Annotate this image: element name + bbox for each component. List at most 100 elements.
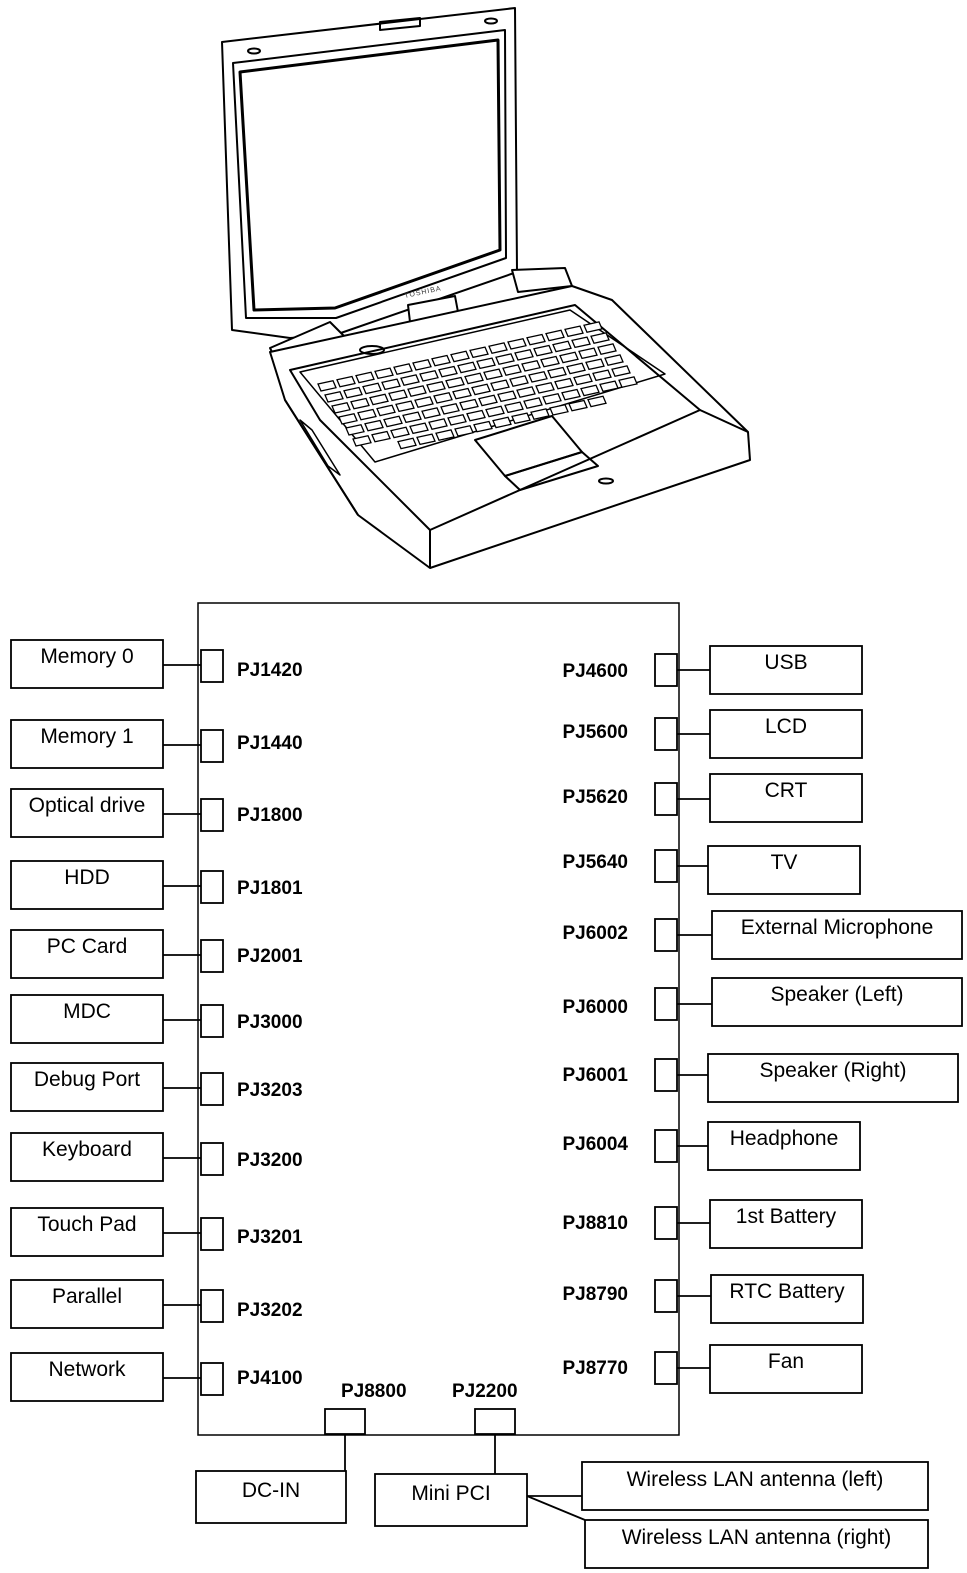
component-label: TV [771,851,798,874]
component-box [10,1207,164,1257]
connector-socket [200,870,224,904]
key-cap [421,407,441,419]
connector-socket [654,653,678,687]
key-cap [395,400,415,413]
key-cap [476,357,496,370]
key-cap [590,332,610,344]
component-box [10,788,164,838]
component-box [10,994,164,1044]
key-cap [521,359,541,372]
component-box [709,709,863,759]
key-cap [390,426,410,439]
connector-label: PJ6000 [562,997,628,1018]
key-cap [573,373,593,386]
connector-label: PJ8790 [562,1284,628,1305]
component-box [709,1344,863,1394]
key-cap [516,386,536,398]
component-box [10,1352,164,1402]
component-label: External Microphone [741,916,934,939]
component-label: Touch Pad [37,1213,136,1236]
antenna-right: Wireless LAN antenna (right) [526,1495,929,1569]
key-cap [502,364,522,376]
system-board [197,602,680,1436]
component-box [10,929,164,979]
antenna-cable [526,1495,586,1521]
key-cap [402,411,422,424]
connector-socket [654,1279,678,1313]
right-connectors: USBPJ4600LCDPJ5600CRTPJ5620TVPJ5640Exter… [562,645,963,1394]
connector-socket [200,649,224,683]
key-cap [578,347,598,360]
key-cap [571,336,591,349]
connector-socket [200,1004,224,1038]
antenna-left: Wireless LAN antenna (left) [527,1461,929,1511]
component-box [709,645,863,695]
key-cap [428,418,448,430]
connector-socket [200,939,224,973]
key-cap [592,369,612,382]
key-cap [545,329,565,342]
key-cap [533,344,553,357]
key-cap [381,378,401,391]
key-cap [552,340,572,353]
connector-socket [324,1408,366,1435]
key-cap [473,420,493,433]
key-cap [566,362,586,375]
key-cap [412,358,432,371]
connector-socket [654,1206,678,1240]
key-cap [495,353,515,365]
key-cap [618,376,638,388]
key-cap [478,394,498,407]
component-label: Speaker (Right) [759,1059,906,1082]
component-label: Headphone [730,1127,839,1150]
component-box [711,910,963,960]
connector-label: PJ1440 [237,733,303,754]
component-label: Wireless LAN antenna (left) [627,1468,884,1491]
key-cap [452,387,472,400]
key-cap [466,409,486,422]
connector-label: PJ8770 [562,1358,628,1379]
component-box [10,719,164,769]
key-cap [528,370,548,383]
connector-socket [654,782,678,816]
key-cap [409,422,429,435]
connector-label: PJ6001 [562,1065,628,1086]
component-label: Fan [768,1350,804,1373]
component-speaker-left: Speaker (Left)PJ6000 [562,977,963,1027]
key-cap [426,380,446,393]
connector-label: PJ8800 [341,1381,407,1402]
component-box [10,639,164,689]
key-cap [352,434,372,447]
connector-socket [200,1217,224,1251]
key-cap [317,379,337,392]
key-cap [393,363,413,375]
connector-label: PJ8810 [562,1213,628,1234]
connector-label: PJ5600 [562,722,628,743]
key-cap [464,372,484,385]
component-label: Debug Port [34,1068,140,1091]
key-cap [331,401,351,414]
key-cap [400,374,420,386]
key-cap [450,350,470,363]
key-cap [488,342,508,354]
component-box [10,1132,164,1182]
component-box [195,1470,347,1524]
connector-label: PJ2001 [237,946,303,967]
connector-socket [654,717,678,751]
component-box [707,1053,959,1103]
component-fan: Fan PJ8770 [562,1344,863,1394]
key-cap [611,365,631,377]
key-cap [561,388,581,401]
key-cap [547,366,567,379]
